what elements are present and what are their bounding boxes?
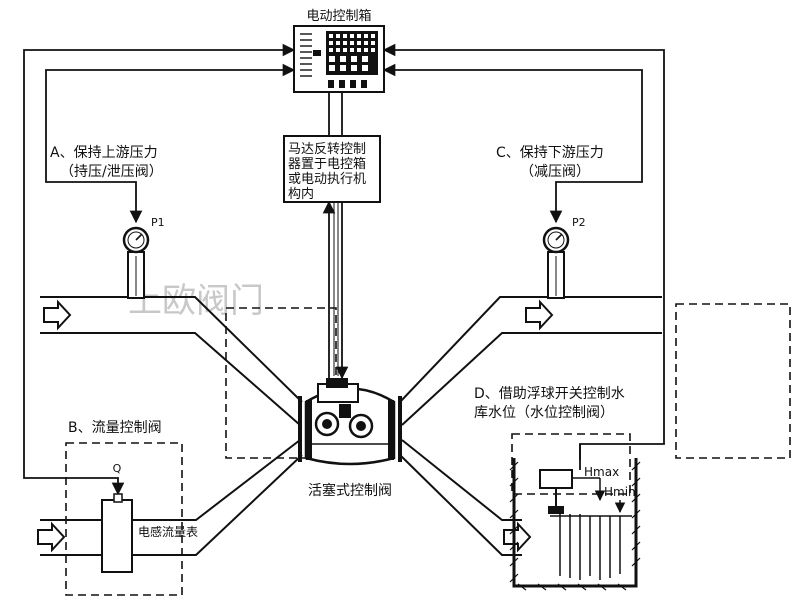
motor-note-line-2: 器置于电控箱: [288, 156, 366, 172]
water-reservoir: [509, 458, 641, 591]
pressure-gauge-p1: [122, 226, 150, 299]
mode-b-title: B、流量控制阀: [68, 420, 162, 436]
gauge-p1-label: P1: [151, 216, 165, 229]
mode-c-subtitle: （减压阀）: [520, 164, 590, 180]
flow-arrow-downstream: [525, 299, 554, 331]
motor-note-line-1: 马达反转控制: [288, 142, 366, 157]
float-switch: [539, 444, 626, 514]
signal-line-a-outer: [23, 43, 296, 496]
pressure-gauge-p2: [542, 226, 570, 299]
electromagnetic-flowmeter: [101, 493, 133, 573]
flow-arrow-upstream: [43, 299, 72, 331]
piston-control-valve: [298, 378, 402, 466]
flow-q-label: Q: [113, 462, 122, 475]
dashed-region-d: [511, 433, 631, 495]
h-max-label: Hmax: [584, 465, 619, 479]
motor-note-line-3: 或电动执行机: [288, 172, 366, 187]
mode-a-subtitle: （持压/泄压阀）: [60, 164, 163, 180]
mode-d-subtitle: 库水位（水位控制阀）: [474, 405, 614, 421]
downstream-pipe: [399, 296, 662, 426]
watermark-text: 上欧阀门: [128, 281, 264, 321]
motor-note-line-4: 构内: [288, 186, 314, 202]
mode-a-title: A、保持上游压力: [50, 145, 158, 161]
flow-arrow-lower-left: [37, 521, 66, 553]
flow-arrow-lower-right: [503, 521, 532, 553]
electric-control-box: [293, 25, 385, 93]
signal-line-c-inner: [382, 63, 643, 224]
h-min-label: Hmin: [604, 485, 636, 499]
dashed-region-right: [675, 303, 791, 459]
motor-signal-lines: [322, 92, 349, 380]
control-box-label: 电动控制箱: [306, 8, 371, 24]
signal-line-a-inner: [45, 63, 296, 224]
mode-d-title: D、借助浮球开关控制水: [474, 386, 625, 402]
flowmeter-label: 电感流量表: [138, 524, 198, 539]
motor-note-box: [283, 135, 381, 203]
gauge-p2-label: P2: [572, 216, 586, 229]
main-valve-label: 活塞式控制阀: [308, 482, 392, 499]
mode-c-title: C、保持下游压力: [496, 145, 604, 161]
